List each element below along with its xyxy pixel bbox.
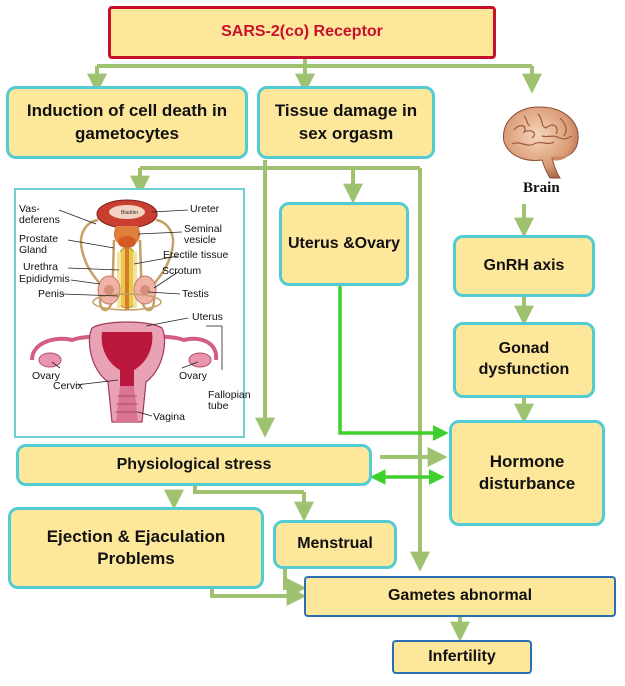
svg-text:Bladder: Bladder (121, 210, 139, 216)
label-vagina: Vagina (153, 411, 185, 423)
menstrual-box: Menstrual (273, 520, 397, 569)
uterus-ovary-box: Uterus &Ovary (279, 202, 409, 286)
physiological-stress-label: Physiological stress (116, 455, 272, 473)
label-ovary-left: Ovary (32, 370, 61, 382)
physiological-stress-box: Physiological stress (16, 444, 372, 486)
gonad-dysfunction-label: Gonad dysfunction (478, 340, 570, 378)
label-scrotum: Scrotum (162, 265, 202, 277)
label-vas-deferens: Vas- deferens (19, 203, 60, 227)
gametes-abnormal-box: Gametes abnormal (304, 576, 616, 617)
cell-death-box: Induction of cell death in gametocytes (6, 86, 248, 159)
gametes-abnormal-label: Gametes abnormal (387, 587, 533, 605)
cell-death-label: Induction of cell death in gametocytes (26, 101, 228, 143)
label-erectile-tissue: Erectile tissue (163, 249, 229, 261)
label-urethra: Urethra (23, 261, 59, 273)
brain-label: Brain (523, 180, 560, 196)
reproductive-anatomy-icon: Bladder (30, 199, 223, 423)
label-penis: Penis (38, 288, 65, 300)
female-reproductive-icon (30, 321, 219, 423)
label-epididymis: Epididymis (19, 273, 70, 285)
infertility-box: Infertility (392, 640, 532, 674)
hormone-disturbance-box: Hormone disturbance (449, 420, 605, 526)
hormone-disturbance-label: Hormone disturbance (478, 451, 576, 493)
uterus-ovary-label: Uterus &Ovary (287, 234, 401, 252)
label-cervix: Cervix (53, 380, 83, 392)
gonad-dysfunction-box: Gonad dysfunction (453, 322, 595, 398)
ejection-ejaculation-label: Ejection & Ejaculation Problems (46, 526, 226, 568)
anatomy-illustration-panel: Bladder (14, 188, 251, 438)
label-fallopian-tube: Fallopian tube (208, 389, 251, 413)
label-seminal-vesicle: Seminal vesicle (184, 223, 222, 247)
label-prostate-gland: Prostate Gland (19, 233, 59, 257)
brain-icon (502, 106, 579, 179)
label-testis: Testis (182, 288, 209, 300)
label-uterus: Uterus (192, 311, 223, 323)
gnrh-axis-label: GnRH axis (483, 256, 565, 274)
sars-receptor-box: SARS-2(co) Receptor (108, 6, 496, 59)
gnrh-axis-box: GnRH axis (453, 235, 595, 297)
sars-receptor-label: SARS-2(co) Receptor (221, 23, 383, 41)
ejection-ejaculation-box: Ejection & Ejaculation Problems (8, 507, 264, 589)
menstrual-label: Menstrual (297, 535, 373, 553)
tissue-damage-label: Tissue damage in sex orgasm (274, 101, 418, 143)
male-reproductive-icon (79, 199, 175, 312)
tissue-damage-box: Tissue damage in sex orgasm (257, 86, 435, 159)
infertility-label: Infertility (428, 647, 496, 665)
label-ovary-right: Ovary (179, 370, 208, 382)
label-ureter: Ureter (190, 203, 220, 215)
